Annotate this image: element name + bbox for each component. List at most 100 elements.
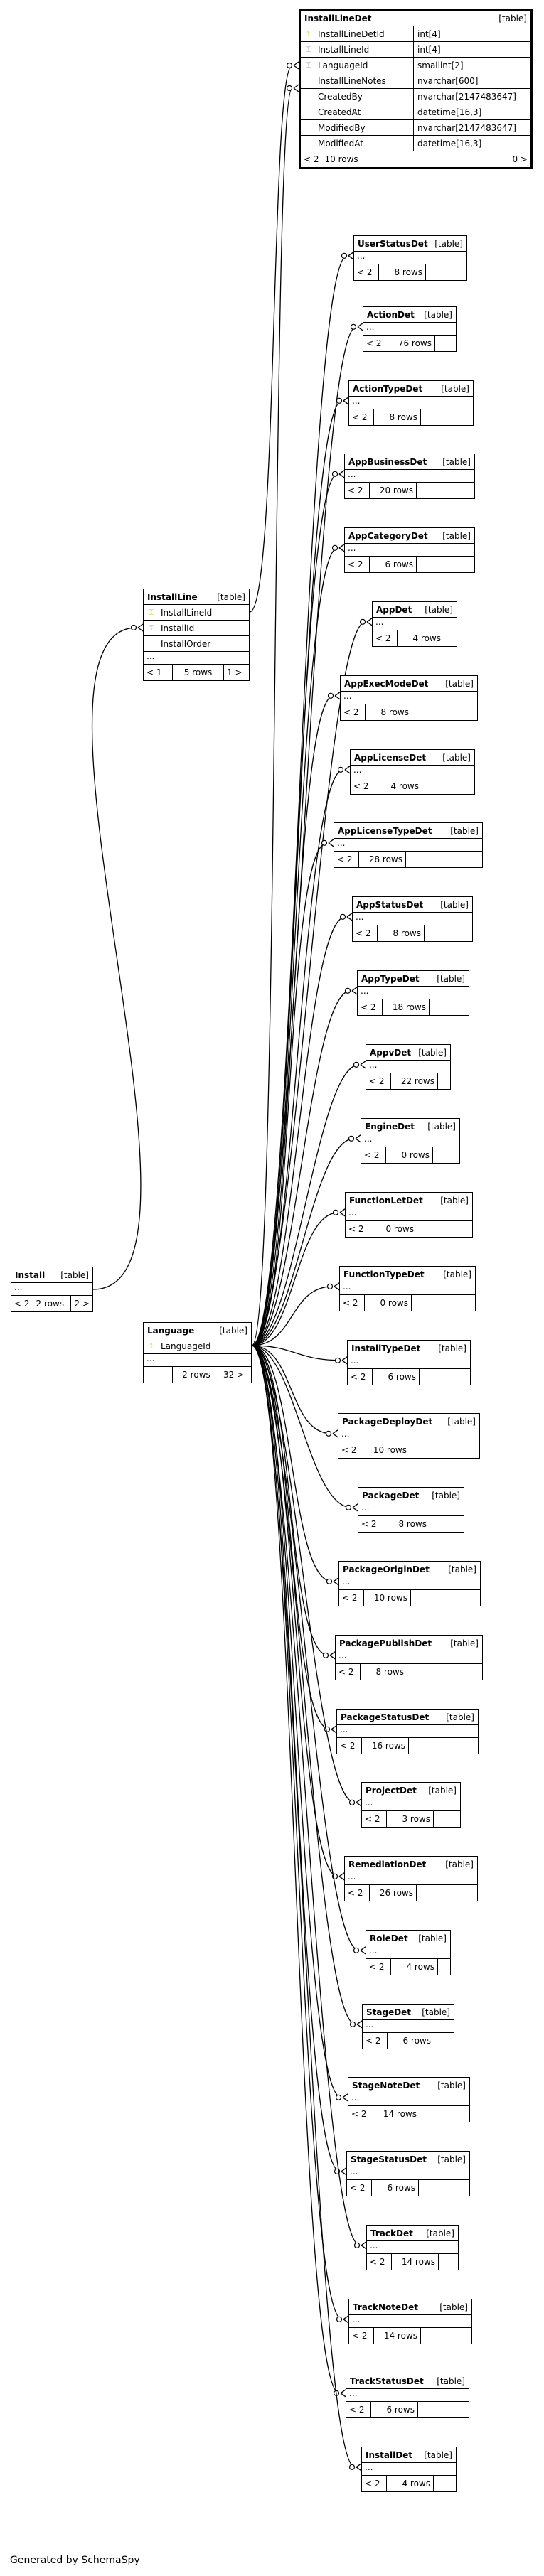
parents-count[interactable]: < 1 xyxy=(146,667,162,677)
children-count[interactable] xyxy=(434,336,456,351)
parents-count[interactable]: < 2 xyxy=(14,1299,30,1309)
children-count[interactable] xyxy=(416,557,474,572)
parents-count[interactable]: < 2 xyxy=(375,633,391,643)
parents-count[interactable]: < 2 xyxy=(351,2109,367,2119)
parents-count[interactable]: < 2 xyxy=(370,2257,385,2267)
parents-count[interactable]: < 2 xyxy=(340,1741,356,1751)
parents-count[interactable]: < 2 xyxy=(337,854,353,864)
parents-count[interactable]: < 2 xyxy=(343,1298,358,1308)
children-count[interactable] xyxy=(422,778,474,794)
children-count[interactable] xyxy=(430,1516,464,1532)
parents-count[interactable]: < 2 xyxy=(366,338,382,348)
children-count[interactable] xyxy=(419,1369,470,1385)
children-count[interactable] xyxy=(417,2402,469,2417)
children-count[interactable] xyxy=(410,1442,479,1458)
parents-count[interactable]: < 2 xyxy=(361,1519,377,1529)
children-count[interactable] xyxy=(424,925,472,941)
children-count[interactable] xyxy=(405,852,482,867)
parents-count[interactable]: < 2 xyxy=(352,2331,368,2341)
parents-count[interactable]: < 2 xyxy=(352,412,368,422)
parents-count[interactable]: < 2 xyxy=(369,1076,385,1086)
children-count[interactable] xyxy=(420,2106,469,2122)
children-count[interactable] xyxy=(425,264,466,280)
children-count[interactable] xyxy=(434,2033,454,2049)
children-count[interactable] xyxy=(437,1959,450,1975)
parents-count[interactable]: < 2 xyxy=(342,1593,358,1603)
parents-count[interactable]: < 2 xyxy=(351,1372,366,1382)
children-count[interactable] xyxy=(408,1738,478,1754)
table-install[interactable]: Install [table] ... < 2 2 rows 2 > xyxy=(11,1267,93,1312)
children-count[interactable]: 0 > xyxy=(512,154,528,164)
children-count[interactable] xyxy=(432,1147,459,1163)
children-count[interactable] xyxy=(433,2476,456,2491)
parents-count[interactable]: < 2 xyxy=(356,928,371,938)
children-count[interactable] xyxy=(420,409,473,425)
children-count[interactable] xyxy=(433,1811,460,1827)
children-count[interactable] xyxy=(411,1295,475,1311)
children-count[interactable] xyxy=(416,483,474,498)
parents-count[interactable]: < 2 xyxy=(348,1888,363,1898)
column-row[interactable]: ⚿LanguageId xyxy=(144,1338,251,1354)
parents-count[interactable]: < 2 xyxy=(348,485,363,495)
children-count[interactable] xyxy=(444,630,457,646)
children-count[interactable]: 2 > xyxy=(70,1296,92,1311)
parents-count[interactable]: < 2 xyxy=(343,707,359,717)
table-language[interactable]: Language [table] ⚿LanguageId ... 2 rows … xyxy=(143,1322,252,1383)
children-count[interactable] xyxy=(416,1885,477,1901)
parents-count[interactable]: < 2 xyxy=(357,267,373,277)
children-count[interactable] xyxy=(407,1664,482,1680)
children-count[interactable] xyxy=(438,2254,458,2270)
children-count[interactable] xyxy=(420,2328,471,2344)
parents-count[interactable]: < 2 xyxy=(369,1962,385,1972)
parents-count[interactable]: < 2 xyxy=(365,1814,380,1824)
parents-count[interactable]: < 2 xyxy=(361,1002,376,1012)
parents-count[interactable]: < 2 xyxy=(365,2479,380,2489)
parents-count[interactable]: < 2 xyxy=(366,2036,381,2046)
parents-count[interactable]: < 2 xyxy=(304,154,319,164)
children-count[interactable] xyxy=(410,1590,480,1606)
column-row[interactable]: ⚿InstallId xyxy=(144,621,249,636)
parents-count[interactable]: < 2 xyxy=(364,1150,380,1160)
parents-count[interactable]: < 2 xyxy=(348,559,363,569)
parents-count[interactable]: < 2 xyxy=(341,1445,357,1455)
table-installline[interactable]: InstallLine [table] ⚿InstallLineId⚿Insta… xyxy=(143,589,250,681)
children-count[interactable]: 1 > xyxy=(223,665,249,680)
children-count[interactable] xyxy=(412,704,477,720)
children-count[interactable] xyxy=(417,1221,472,1237)
children-count[interactable]: 32 > xyxy=(220,1367,251,1383)
parents-count[interactable] xyxy=(144,1367,172,1383)
